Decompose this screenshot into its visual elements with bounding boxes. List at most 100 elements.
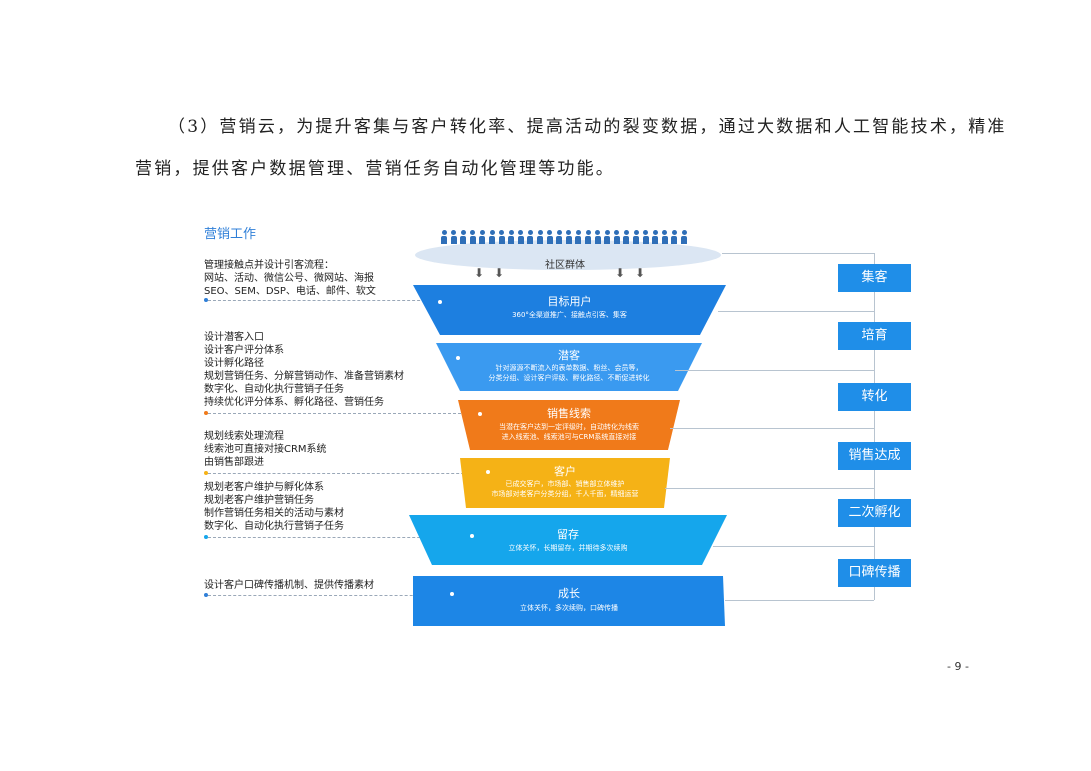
person-icon [613, 230, 620, 244]
stage-box-convert: 转化 [838, 383, 911, 411]
stage-box-second-incubation: 二次孵化 [838, 499, 911, 527]
band-subtitle: 立体关怀，长期留存，并期待多次续购 [508, 544, 628, 552]
band-title: 潜客 [558, 349, 580, 362]
person-icon [594, 230, 601, 244]
bullet-dot [204, 471, 208, 475]
funnel-band-growth: 成长 立体关怀，多次续购，口碑传播 [413, 576, 725, 626]
note-line: 线索池可直接对接CRM系统 [204, 444, 327, 455]
person-icon [537, 230, 543, 244]
person-icon [652, 230, 659, 244]
note-line: 管理接触点并设计引客流程： [204, 260, 334, 271]
arrow-down-icon: ⬇ [615, 266, 626, 280]
note-line: 网站、活动、微信公号、微网站、海报 [204, 273, 374, 284]
person-icon [527, 230, 534, 244]
connector-line [874, 253, 875, 264]
note-line: SEO、SEM、DSP、电话、邮件、软文 [204, 286, 376, 297]
note-line: 数字化、自动化执行营销子任务 [204, 384, 344, 395]
band-subtitle: 分类分组、设计客户评级、孵化路径、不断促进转化 [488, 374, 650, 382]
crowd-label: 社区群体 [545, 260, 585, 271]
connector-line [722, 253, 874, 254]
band-subtitle: 针对源源不断流入的表单数据、粉丝、会员等， [495, 364, 643, 372]
note-line: 规划老客户维护与孵化体系 [204, 482, 324, 493]
note-line: 持续优化评分体系、孵化路径、营销任务 [204, 397, 384, 408]
connector-line [670, 428, 874, 429]
note-group-5: 设计客户口碑传播机制、提供传播素材 [204, 579, 374, 592]
arrow-down-icon: ⬇ [474, 266, 485, 280]
person-icon [681, 230, 687, 244]
connector-line [718, 311, 874, 312]
note-line: 设计潜客入口 [204, 332, 264, 343]
note-group-3: 规划线索处理流程 线索池可直接对接CRM系统 由销售部跟进 [204, 430, 327, 469]
note-line: 数字化、自动化执行营销子任务 [204, 521, 344, 532]
person-icon [469, 230, 476, 244]
connector-line [874, 292, 875, 322]
person-icon [450, 230, 457, 244]
band-title: 成长 [558, 587, 580, 600]
band-dot [456, 356, 460, 360]
band-subtitle: 当潜在客户达到一定评级时，自动转化为线索 [499, 423, 639, 431]
connector-line [675, 370, 874, 371]
leader-line [208, 413, 476, 414]
band-subtitle: 市场部对老客户分类分组，千人千面，精细运营 [491, 490, 639, 498]
note-line: 规划老客户维护营销任务 [204, 495, 314, 506]
note-line: 规划营销任务、分解营销动作、准备营销素材 [204, 371, 404, 382]
band-title: 客户 [554, 465, 576, 478]
crowd-ellipse [415, 240, 721, 270]
note-group-2: 设计潜客入口 设计客户评分体系 设计孵化路径 规划营销任务、分解营销动作、准备营… [204, 331, 404, 409]
stage-box-sales-closed: 销售达成 [838, 442, 911, 470]
person-icon [489, 230, 495, 244]
paragraph-line-1: （3）营销云，为提升客集与客户转化率、提高活动的裂变数据，通过大数据和人工智能技… [168, 117, 1007, 137]
leader-line [208, 300, 440, 301]
bullet-dot [204, 298, 208, 302]
funnel-band-retention: 留存 立体关怀，长期留存，并期待多次续购 [409, 515, 727, 565]
connector-line [874, 469, 875, 499]
connector-line [713, 546, 874, 547]
note-line: 规划线索处理流程 [204, 431, 284, 442]
connector-line [725, 600, 874, 601]
person-icon [604, 230, 611, 244]
leader-line [208, 473, 484, 474]
band-subtitle: 360°全渠道推广、接触点引客、集客 [512, 311, 627, 319]
person-icon [460, 230, 467, 244]
person-icon [633, 230, 639, 244]
person-icon [575, 230, 582, 244]
note-line: 制作营销任务相关的活动与素材 [204, 508, 344, 519]
funnel-band-target-users: 目标用户 360°全渠道推广、接触点引客、集客 [413, 285, 726, 335]
funnel-band-prospects: 潜客 针对源源不断流入的表单数据、粉丝、会员等， 分类分组、设计客户评级、孵化路… [436, 343, 702, 391]
stage-box-nurture: 培育 [838, 322, 911, 350]
arrow-down-icon: ⬇ [635, 266, 646, 280]
band-dot [486, 470, 490, 474]
note-line: 设计孵化路径 [204, 358, 264, 369]
figure-title: 营销工作 [204, 227, 257, 242]
band-title: 留存 [557, 528, 579, 541]
band-subtitle: 立体关怀，多次续购，口碑传播 [520, 604, 618, 612]
band-dot [450, 592, 454, 596]
person-icon [508, 230, 515, 244]
band-subtitle: 进入线索池、线索池可与CRM系统直接对接 [501, 433, 637, 441]
bullet-dot [204, 411, 208, 415]
bullet-dot [204, 593, 208, 597]
funnel-band-customers: 客户 已成交客户，市场部、销售部立体维护 市场部对老客户分类分组，千人千面，精细… [460, 458, 670, 508]
funnel-band-sales-leads: 销售线索 当潜在客户达到一定评级时，自动转化为线索 进入线索池、线索池可与CRM… [458, 400, 680, 450]
bullet-dot [204, 535, 208, 539]
person-icon [671, 230, 678, 244]
person-icon [479, 230, 486, 244]
stage-box-acquire: 集客 [838, 264, 911, 292]
person-icon [623, 230, 630, 244]
person-icon [642, 230, 649, 244]
note-line: 设计客户口碑传播机制、提供传播素材 [204, 580, 374, 591]
person-icon [441, 230, 447, 244]
person-icon [517, 230, 524, 244]
person-icon [661, 230, 668, 244]
connector-line [874, 410, 875, 442]
person-icon [565, 230, 572, 244]
person-icon [585, 230, 591, 244]
note-line: 由销售部跟进 [204, 457, 264, 468]
note-line: 设计客户评分体系 [204, 345, 284, 356]
person-icon [556, 230, 563, 244]
connector-line [874, 526, 875, 559]
band-dot [470, 534, 474, 538]
leader-line [208, 595, 448, 596]
band-dot [438, 300, 442, 304]
band-dot [478, 412, 482, 416]
